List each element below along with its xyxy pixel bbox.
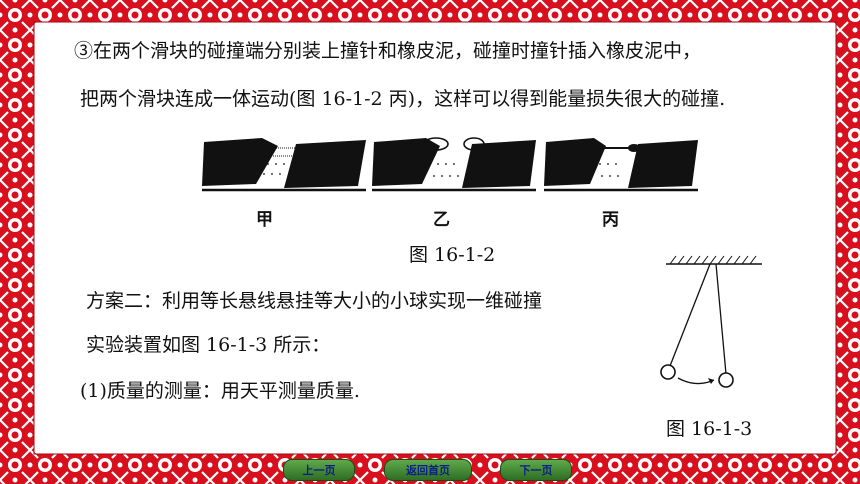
mass-measurement-text: (1)质量的测量：用天平测量质量. bbox=[80, 380, 360, 402]
figure-label-bing: 丙 bbox=[602, 210, 619, 230]
slider-diagram-bing bbox=[544, 138, 698, 192]
paragraph-line-2: 把两个滑块连成一体运动(图 16-1-2 丙)，这样可以得到能量损失很大的碰撞. bbox=[80, 88, 726, 110]
figure-label-yi: 乙 bbox=[433, 210, 450, 230]
string-left bbox=[669, 263, 711, 367]
ball-left bbox=[660, 364, 676, 380]
pendulum-figure bbox=[660, 255, 762, 388]
slider-diagram-jia bbox=[202, 138, 366, 192]
arrow-head bbox=[708, 378, 714, 384]
figure-caption-16-1-3: 图 16-1-3 bbox=[666, 418, 753, 440]
apparatus-text: 实验装置如图 16-1-3 所示： bbox=[86, 334, 331, 356]
slider-collision-figure bbox=[202, 137, 698, 192]
next-page-button[interactable]: 下一页 bbox=[500, 459, 572, 481]
figure-label-jia: 甲 bbox=[256, 210, 273, 230]
slider-diagram-yi bbox=[372, 137, 536, 192]
figure-caption-16-1-2: 图 16-1-2 bbox=[409, 244, 496, 266]
scheme-two-text: 方案二：利用等长悬线悬挂等大小的小球实现一维碰撞 bbox=[86, 290, 543, 312]
home-button[interactable]: 返回首页 bbox=[384, 459, 472, 481]
ball-right bbox=[718, 372, 734, 388]
prev-page-button[interactable]: 上一页 bbox=[283, 459, 355, 481]
string-right bbox=[715, 263, 727, 375]
paragraph-line-1: ③在两个滑块的碰撞端分别装上撞针和橡皮泥，碰撞时撞针插入橡皮泥中， bbox=[74, 40, 702, 62]
ceiling-hatch bbox=[669, 255, 757, 265]
